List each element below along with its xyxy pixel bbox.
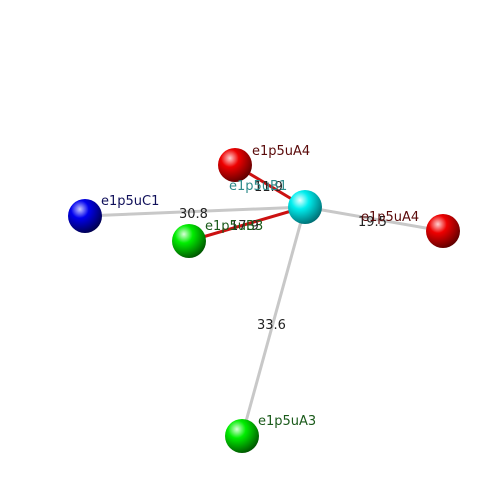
- atom-center[interactable]: [288, 190, 322, 224]
- edge-a3: [240, 206, 307, 437]
- label-c1: e1p5uC1: [101, 194, 159, 209]
- label-a4-top: e1p5uA4: [252, 144, 310, 159]
- atom-a4-right[interactable]: [426, 214, 460, 248]
- edge-c1: [84, 205, 306, 218]
- edge-a4-right: [304, 205, 444, 233]
- atom-b3[interactable]: [172, 224, 206, 258]
- atom-a3[interactable]: [225, 419, 259, 453]
- distance-b3: 17.9: [230, 219, 259, 234]
- distance-c1: 30.8: [179, 207, 208, 222]
- label-center: e1p5uB1: [229, 179, 287, 194]
- atom-a4-top[interactable]: [218, 148, 252, 182]
- distance-a4-top: 11.9: [254, 180, 283, 195]
- atom-c1[interactable]: [68, 199, 102, 233]
- distance-a4-right: 19.5: [358, 215, 387, 230]
- distance-a3: 33.6: [257, 318, 286, 333]
- edge-b3: [188, 205, 306, 243]
- atoms: [68, 148, 460, 453]
- atom-labels: e1p5uA4 e1p5uC1 e1p5uB3 e1p5uA4 e1p5uA3 …: [101, 144, 419, 429]
- label-b3: e1p5uB3: [205, 219, 263, 234]
- label-a4-right: e1p5uA4: [361, 210, 419, 225]
- distance-labels: 19.5 30.8 33.6 17.9 11.9: [179, 180, 387, 333]
- label-a3: e1p5uA3: [258, 414, 316, 429]
